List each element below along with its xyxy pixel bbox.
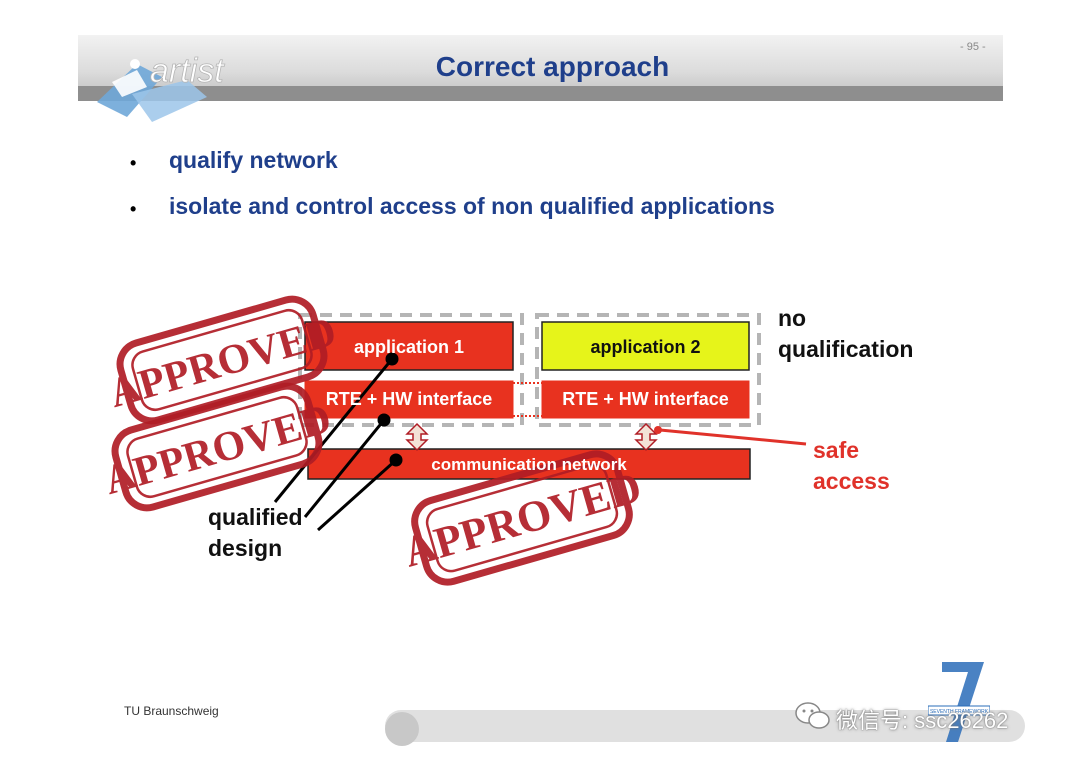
rte2-label: RTE + HW interface [562,389,729,409]
safe-access-line2: access [813,468,890,494]
bullet-dot-icon: • [130,153,137,173]
safe-access-pointer [659,428,807,446]
watermark-text: 微信号: ssc26262 [836,708,1009,733]
application1-label: application 1 [353,337,465,357]
fp7-logo: SEVENTH FRAMEWORK [928,662,990,742]
bullet-text: qualify network [169,147,338,173]
bullet-dot-icon: • [130,199,137,219]
safe-access-line1: safe [813,437,860,463]
svg-text:SEVENTH FRAMEWORK: SEVENTH FRAMEWORK [930,709,989,715]
page-number: - 95 - [960,41,986,53]
footer-bar [385,710,1025,742]
rte2-box [541,380,750,419]
qualified-design-line1: qualified [208,504,303,530]
artist-logo: artist [97,52,226,122]
application2-box [541,321,750,371]
network-label: communication network [431,455,627,474]
application1-box [304,321,514,371]
double-arrow-icon [405,422,429,452]
no-qualification-line2: qualification [778,336,914,362]
application2-label: application 2 [590,337,701,357]
qualified-design-pointers [273,352,403,532]
no-qualification-label: no qualification [778,303,913,365]
qualified-design-line2: design [208,535,283,561]
double-arrow-icon [634,422,658,452]
bullet-text: isolate and control access of non qualif… [169,193,775,219]
qualified-design-label: qualified design [208,502,303,564]
rte1-box [304,380,514,419]
safe-access-label: safe access [813,435,890,497]
no-qualification-line1: no [778,305,807,331]
slide-title: Correct approach [435,51,670,82]
header-divider [78,86,1003,101]
rte1-label: RTE + HW interface [325,389,493,409]
footer-institution: TU Braunschweig [124,704,219,718]
logo-text: artist [150,52,225,90]
wechat-icon [795,702,830,729]
footer-bar-knob [385,712,419,746]
